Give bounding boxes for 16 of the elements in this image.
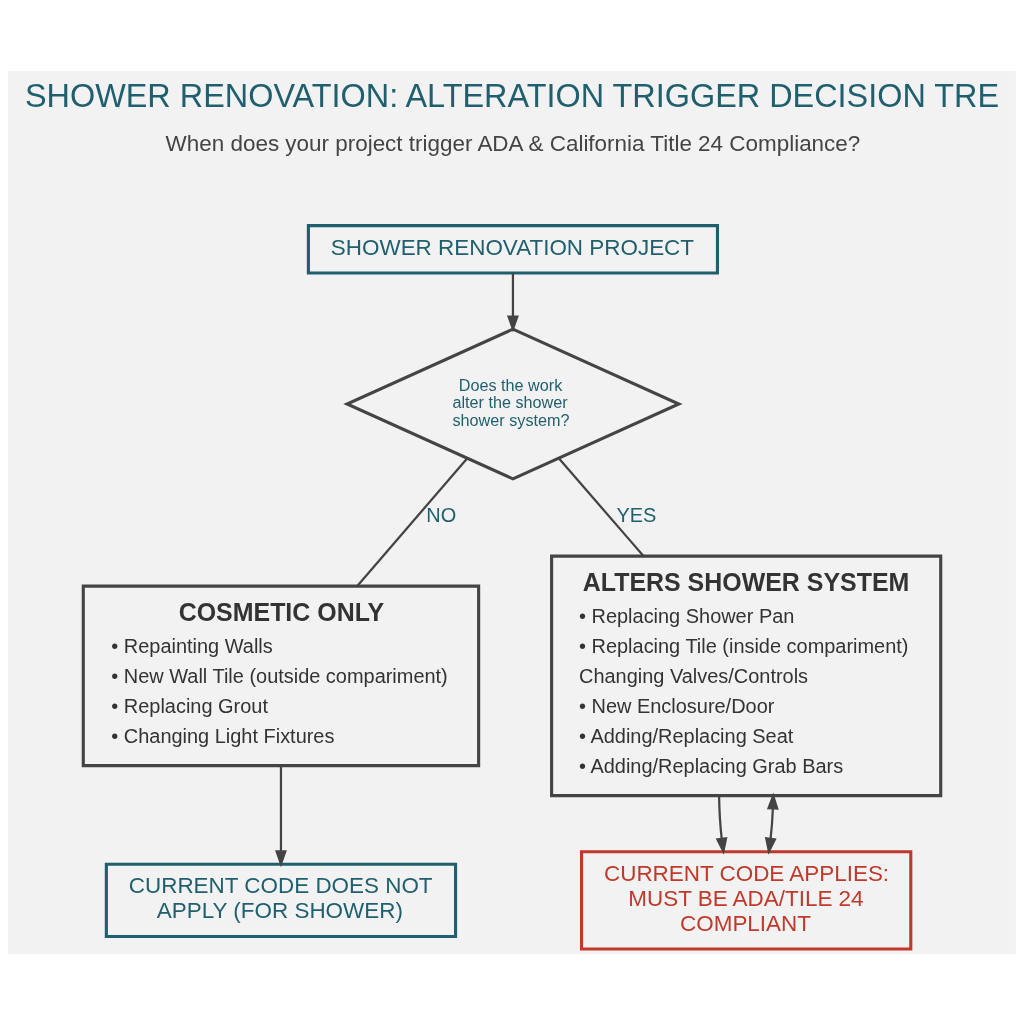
node-box: CURRENT CODE DOES NOT APPLY (FOR SHOWER) <box>104 862 458 938</box>
edge-label: YES <box>616 503 657 526</box>
edge-label: NO <box>426 503 457 526</box>
arrow <box>715 795 728 855</box>
node-box: COSMETIC ONLY • Repainting Walls • New Wall Tile (outside compariment) • Replacing Grout • Changing Light Fixtures <box>81 584 481 767</box>
arrow <box>507 272 519 332</box>
connector <box>356 457 468 587</box>
node-box: ALTERS SHOWER SYSTEM • Replacing Shower Pan • Replacing Tile (inside compariment) Changing Valves/Controls • New Enclosure/Door • Adding/Replacing Seat • Adding/Replacing Grab Bars <box>550 554 943 797</box>
node-box: SHOWER RENOVATION PROJECT <box>306 223 720 275</box>
node-diamond: Does the work alter the shower shower system? <box>343 326 683 481</box>
arrow <box>275 765 287 867</box>
diagram-title: SHOWER RENOVATION: ALTERATION TRIGGER DECISION TRE <box>24 77 1000 114</box>
node-box: CURRENT CODE APPLIES: MUST BE ADA/TILE 24 COMPLIANT <box>579 849 913 951</box>
label: When does your project trigger ADA & California Title 24 Compliance? <box>165 130 861 156</box>
connector <box>558 457 645 556</box>
arrow <box>764 792 779 855</box>
